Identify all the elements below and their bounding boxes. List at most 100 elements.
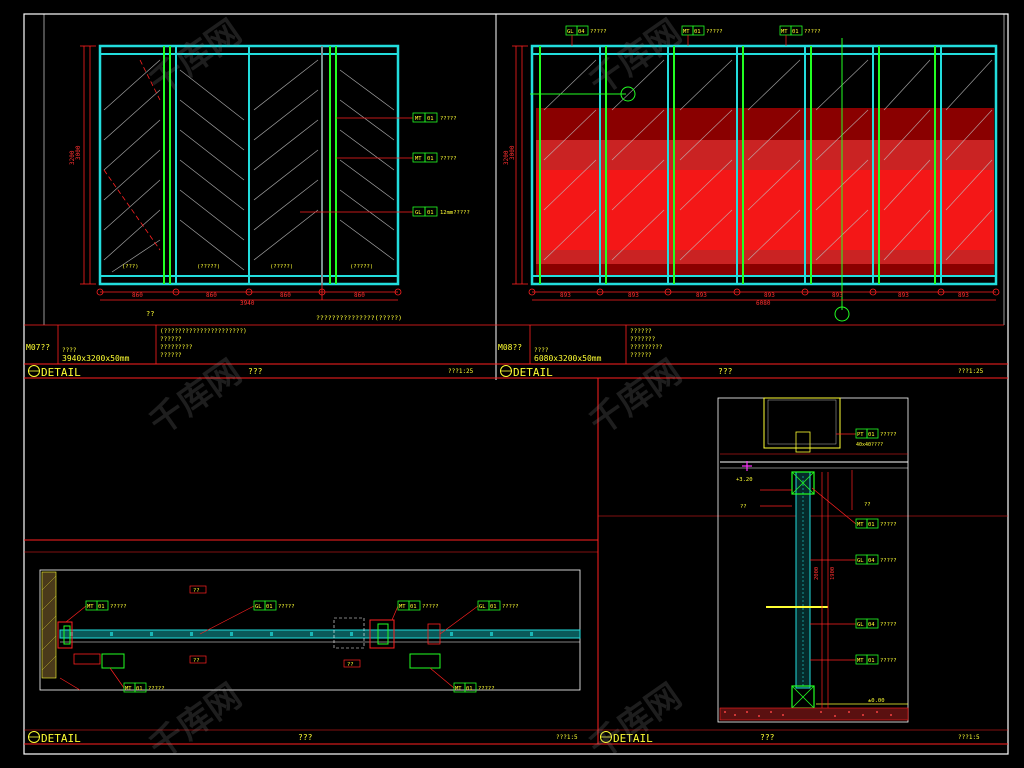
title4-label: DETAIL bbox=[613, 732, 653, 745]
wall-callout-2-code: MT bbox=[857, 522, 864, 528]
elev1-callout-2-code: MT bbox=[415, 156, 422, 162]
wall-floor bbox=[719, 707, 909, 721]
wall-callout-3-text: ????? bbox=[880, 558, 897, 564]
elev1-callout-3-text: 12mm????? bbox=[440, 210, 470, 216]
wall-callout-2-text: ????? bbox=[880, 522, 897, 528]
info1-code: M07?? bbox=[26, 343, 50, 352]
elev1-dim-2: 860 bbox=[206, 292, 217, 299]
info2-spec-4: ?????? bbox=[630, 352, 652, 359]
plan-callout-2-text: ????? bbox=[278, 604, 295, 610]
plan-callout-6-code: MT bbox=[455, 686, 462, 692]
info1-spec-3: ????????? bbox=[160, 344, 193, 351]
info1-spec-1: (??????????????????????) bbox=[160, 328, 247, 335]
title3-center: ??? bbox=[298, 733, 313, 742]
elev1-dim-total: 3940 bbox=[240, 300, 255, 307]
title1-label: DETAIL bbox=[41, 366, 81, 379]
wall-mark-1: ?? bbox=[740, 504, 747, 510]
elev1-panel-label-2: (?????) bbox=[197, 264, 220, 270]
elev2-callout-1-text: ????? bbox=[590, 29, 607, 35]
wall-callout-5-text: ????? bbox=[880, 658, 897, 664]
wall-callout-4-code: GL bbox=[857, 622, 864, 628]
title-bar-1: DETAIL ??? ???1:25 bbox=[24, 365, 496, 379]
plan-callout-5-num: 01 bbox=[136, 686, 143, 692]
elev2-red-band bbox=[536, 170, 994, 250]
wall-callout-4-num: 04 bbox=[868, 622, 875, 628]
wall-callout-3-code: GL bbox=[857, 558, 864, 564]
elev1-callout-3-code: GL bbox=[415, 210, 422, 216]
elev1-dim-1: 860 bbox=[132, 292, 143, 299]
title3-scale: ???1:5 bbox=[556, 734, 578, 741]
wall-level-top: +3.20 bbox=[736, 477, 753, 483]
plan-section: MT 01 ????? GL 01 ????? MT 01 ????? GL 0… bbox=[39, 569, 581, 693]
plan-callout-1-code: MT bbox=[87, 604, 94, 610]
plan-mark-2: ?? bbox=[193, 658, 200, 664]
elev2-callout-3-code: MT bbox=[781, 29, 788, 35]
wall-callout-2-num: 01 bbox=[868, 522, 875, 528]
elev1-dim-4: 860 bbox=[354, 292, 365, 299]
wall-mark-2: ?? bbox=[864, 502, 871, 508]
elev2-dim-5: 893 bbox=[832, 292, 843, 299]
plan-callout-3-text: ????? bbox=[422, 604, 439, 610]
elev1-under-note: ???????????????(?????) bbox=[316, 314, 402, 322]
plan-callout-1-num: 01 bbox=[98, 604, 105, 610]
wall-level-bottom: ±0.00 bbox=[868, 698, 885, 704]
watermark-2: 千库网 bbox=[142, 352, 248, 443]
elev2-dim-2: 893 bbox=[628, 292, 639, 299]
plan-callout-5-text: ????? bbox=[148, 686, 165, 692]
wall-note-right: 40x40???? bbox=[856, 442, 883, 448]
elev2-outer-frame bbox=[530, 44, 998, 286]
elev2-callout-2-text: ????? bbox=[706, 29, 723, 35]
title4-center: ??? bbox=[760, 733, 775, 742]
title3-label: DETAIL bbox=[41, 732, 81, 745]
info1-size: 3940x3200x50mm bbox=[62, 354, 130, 363]
info-strip-1: M07?? ???? 3940x3200x50mm (?????????????… bbox=[24, 324, 496, 365]
title-bar-4: DETAIL ??? ???1:5 bbox=[598, 729, 1008, 745]
title-bar-2: DETAIL ??? ???1:25 bbox=[496, 365, 1008, 379]
plan-callout-5-code: MT bbox=[125, 686, 132, 692]
sheet-border bbox=[23, 13, 1009, 755]
elevation-2: 3200 3000 893 893 893 893 893 893 893 60… bbox=[503, 25, 1000, 322]
plan-callout-4-text: ????? bbox=[502, 604, 519, 610]
plan-callout-4-code: GL bbox=[479, 604, 486, 610]
watermark-1: 千库网 bbox=[142, 12, 248, 103]
plan-mark-1: ?? bbox=[193, 588, 200, 594]
elev2-dim-total: 6080 bbox=[756, 300, 771, 307]
info1-spec-4: ?????? bbox=[160, 352, 182, 359]
plan-callout-3-code: MT bbox=[399, 604, 406, 610]
elev2-callout-1-num: 04 bbox=[578, 29, 585, 35]
wall-callout-5-num: 01 bbox=[868, 658, 875, 664]
wall-callout-3-num: 04 bbox=[868, 558, 875, 564]
elev1-callout-2-num: 01 bbox=[427, 156, 434, 162]
elev1-dim-3: 860 bbox=[280, 292, 291, 299]
plan-mark-3: ?? bbox=[347, 662, 354, 668]
plan-callout-6-num: 01 bbox=[466, 686, 473, 692]
watermark-3: 千库网 bbox=[582, 12, 688, 103]
elev1-callout-3-num: 01 bbox=[427, 210, 434, 216]
elev2-axis-bubble-1 bbox=[620, 86, 636, 102]
info2-code: M08?? bbox=[498, 343, 522, 352]
elev1-callout-1-num: 01 bbox=[427, 116, 434, 122]
plan-callout-2-code: GL bbox=[255, 604, 262, 610]
elev1-callout-1-text: ????? bbox=[440, 116, 457, 122]
elev2-dim-4: 893 bbox=[764, 292, 775, 299]
elev2-dim-7: 893 bbox=[958, 292, 969, 299]
elev2-callout-3-num: 01 bbox=[792, 29, 799, 35]
svg-text:2000: 2000 bbox=[814, 567, 820, 580]
wall-section: 2000 1900 PT 01 ????? 40x40???? MT 01 ??… bbox=[717, 397, 909, 723]
elev2-dim-height-2: 3000 bbox=[509, 145, 516, 160]
info2-spec-1: ?????? bbox=[630, 328, 652, 335]
wall-callout-1-num: 01 bbox=[868, 432, 875, 438]
title1-scale: ???1:25 bbox=[448, 368, 474, 375]
wall-callout-1-code: PT bbox=[857, 432, 864, 438]
title1-center: ??? bbox=[248, 367, 263, 376]
elev2-dim-3: 893 bbox=[696, 292, 707, 299]
info1-spec-2: ?????? bbox=[160, 336, 182, 343]
info-strip-2: M08?? ???? 6080x3200x50mm ?????? ???????… bbox=[496, 324, 1008, 365]
title4-scale: ???1:5 bbox=[958, 734, 980, 741]
plan-callout-3-num: 01 bbox=[410, 604, 417, 610]
elev2-callout-1-code: GL bbox=[567, 29, 574, 35]
elev1-panel-label-1: (???) bbox=[122, 264, 139, 270]
elev2-callout-2-code: MT bbox=[683, 29, 690, 35]
title2-center: ??? bbox=[718, 367, 733, 376]
